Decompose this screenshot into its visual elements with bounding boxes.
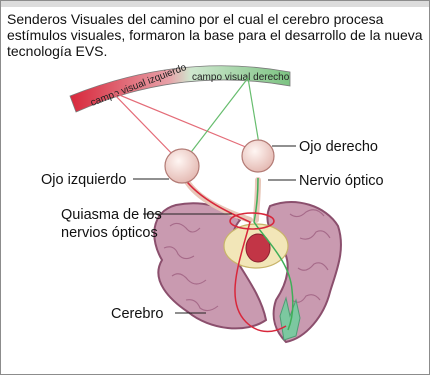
brain-left-hemisphere xyxy=(153,202,268,330)
visual-cortex-patch xyxy=(279,296,301,341)
right-pathway xyxy=(253,177,294,331)
left-pathway xyxy=(183,177,287,333)
sight-lines xyxy=(111,77,261,161)
left-eye xyxy=(164,148,200,184)
brain-gyri xyxy=(163,209,331,312)
brain-label: Cerebro xyxy=(111,306,163,322)
left-eye-label: Ojo izquierdo xyxy=(41,172,126,188)
chiasm-label-line1: Quiasma de los xyxy=(61,207,162,223)
chiasm-highlight xyxy=(229,212,275,230)
visual-field-band xyxy=(69,65,291,113)
figure-caption: Senderos Visuales del camino por el cual… xyxy=(7,11,423,59)
top-band xyxy=(1,1,429,7)
midbrain-core xyxy=(245,233,271,263)
optic-nerve-label: Nervio óptico xyxy=(299,173,384,189)
chiasm-label-line2: nervios ópticos xyxy=(61,225,158,241)
brain-right-hemisphere xyxy=(266,201,342,344)
right-eye xyxy=(241,139,275,173)
leader-lines xyxy=(133,145,296,314)
right-eye-label: Ojo derecho xyxy=(299,139,378,155)
right-visual-field-label: campo visual derecho xyxy=(192,72,290,83)
